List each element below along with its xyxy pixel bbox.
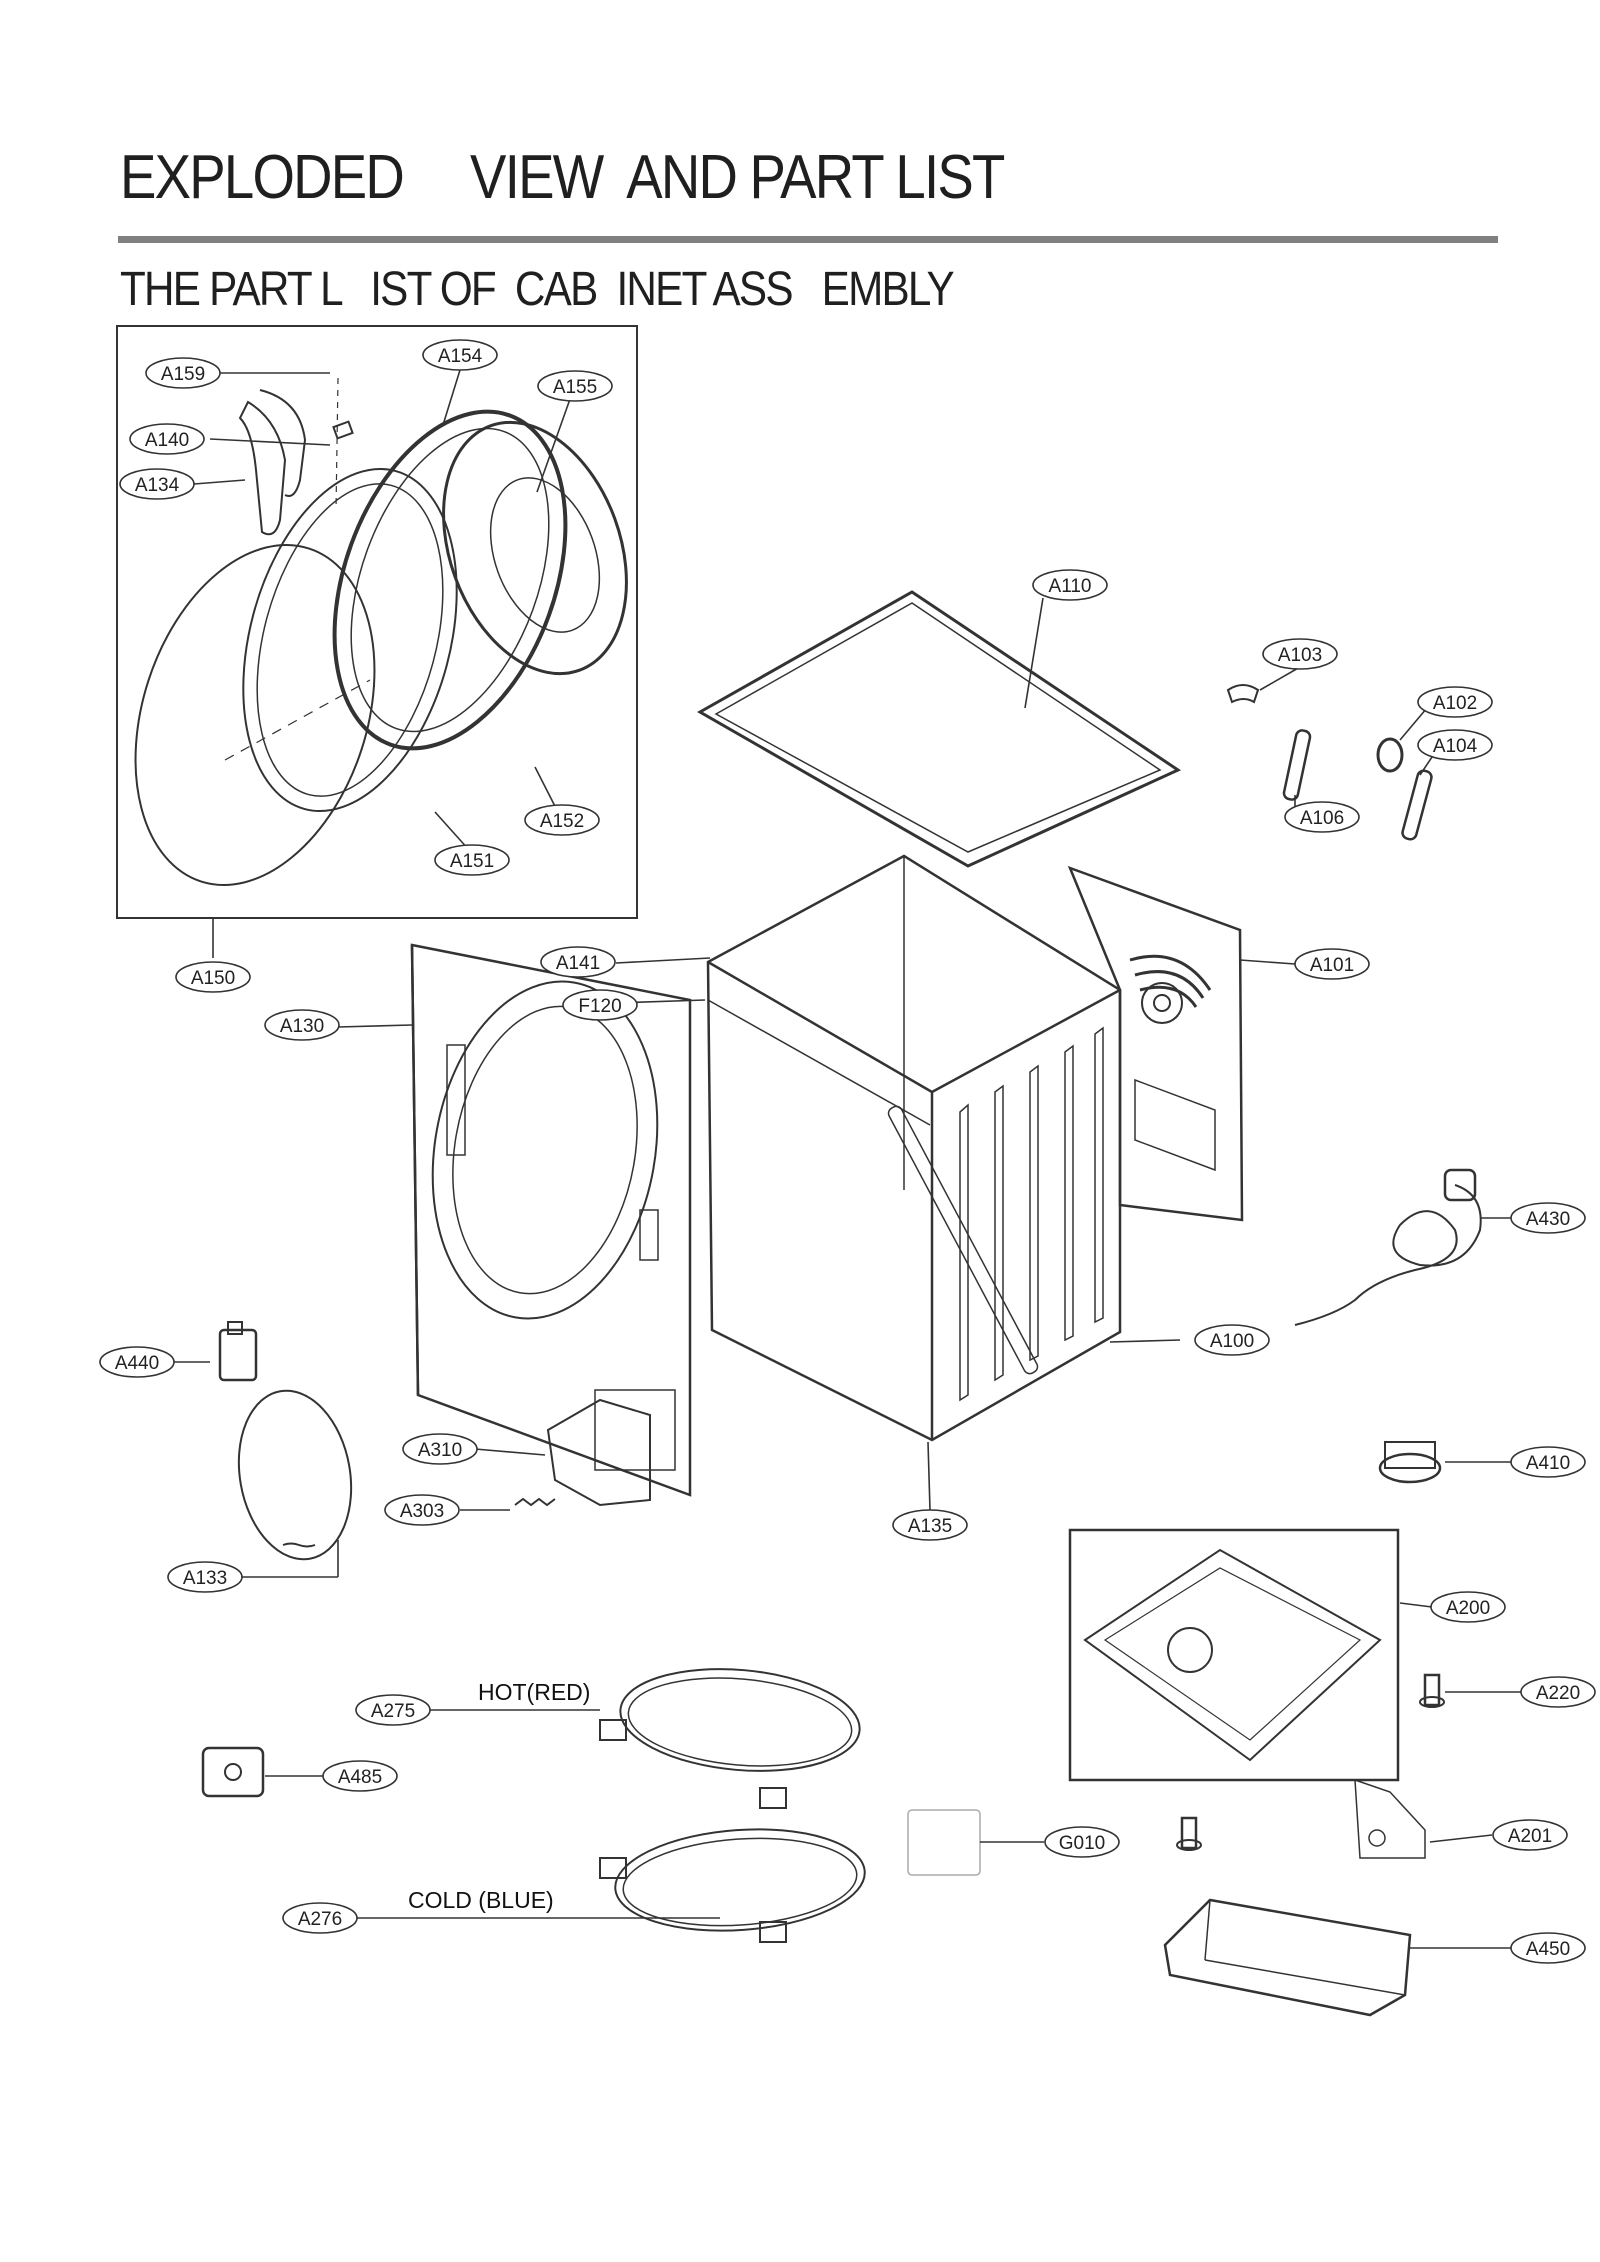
g010-placeholder [907,1809,981,1876]
back-panel [1067,865,1244,1222]
callout-a141: A141 [556,953,600,974]
callout-a152: A152 [540,811,584,832]
base-frame [1083,1548,1382,1762]
callout-a103: A103 [1278,645,1322,666]
callout-a154: A154 [438,346,483,367]
callout-a159: A159 [161,364,205,385]
callout-a140: A140 [145,430,189,451]
front-panel [410,943,692,1497]
callout-a310: A310 [418,1440,462,1461]
mounting-bracket [1354,1778,1426,1859]
callout-a150: A150 [191,968,235,989]
callout-a102: A102 [1433,693,1477,714]
callout-g010: G010 [1059,1833,1105,1854]
leveling-foot [1423,1673,1441,1707]
clip-a103 [1226,684,1260,704]
door-ring-outer [242,467,458,813]
callout-a151: A151 [450,851,494,872]
callout-a440: A440 [115,1353,159,1374]
door-lock [218,1328,258,1382]
dispenser-drawer [546,1398,651,1507]
callout-a200: A200 [1446,1598,1490,1619]
callout-a130: A130 [280,1016,324,1037]
door-glass [134,544,376,886]
callout-a135: A135 [908,1516,952,1537]
title-divider [118,236,1498,243]
callout-a275: A275 [371,1701,415,1722]
pressure-switch [1378,1452,1442,1484]
callout-a133: A133 [183,1568,227,1589]
part-a104 [1401,769,1433,841]
door-assembly-frame [116,325,638,919]
callout-a220: A220 [1536,1683,1580,1704]
hinge-pin [332,420,354,440]
hot-water-hose [619,1668,861,1772]
callout-a450: A450 [1526,1939,1570,1960]
power-cord [1294,1184,1482,1326]
callout-a106: A106 [1300,808,1344,829]
gasket-wire-ring [237,1389,353,1561]
hot-hose-label: HOT(RED) [478,1679,590,1705]
cold-hose-label: COLD (BLUE) [408,1887,554,1913]
callout-a155: A155 [553,377,597,398]
callout-a104: A104 [1433,736,1478,757]
callout-a134: A134 [135,475,180,496]
callout-a410: A410 [1526,1453,1570,1474]
door-ring-inner [332,409,568,751]
page-title: EXPLODED VIEW AND PART LIST [120,143,1005,212]
door-bowl [442,420,628,676]
inlet-valve [201,1746,265,1798]
callout-a100: A100 [1210,1331,1254,1352]
callout-a276: A276 [298,1909,342,1930]
callout-a430: A430 [1526,1209,1570,1230]
front-porthole [431,980,659,1320]
callout-a101: A101 [1310,955,1354,976]
cold-water-hose [614,1828,866,1932]
callout-a110: A110 [1049,576,1092,597]
leveling-foot-2 [1180,1816,1198,1850]
spring [514,1497,556,1507]
base-assembly-frame [1068,1528,1400,1782]
section-subtitle: THE PART L IST OF CAB INET ASS EMBLY [120,263,955,316]
callout-a201: A201 [1508,1826,1552,1847]
control-pcb [1163,1898,1412,2017]
cabinet-body [706,854,1122,1442]
door-hinge [238,400,287,536]
callout-f120: F120 [578,996,621,1017]
callout-a303: A303 [400,1501,444,1522]
top-plate [696,590,1182,868]
part-a102 [1376,737,1404,773]
hose-clamp-a106 [1282,729,1312,801]
callout-a485: A485 [338,1767,382,1788]
